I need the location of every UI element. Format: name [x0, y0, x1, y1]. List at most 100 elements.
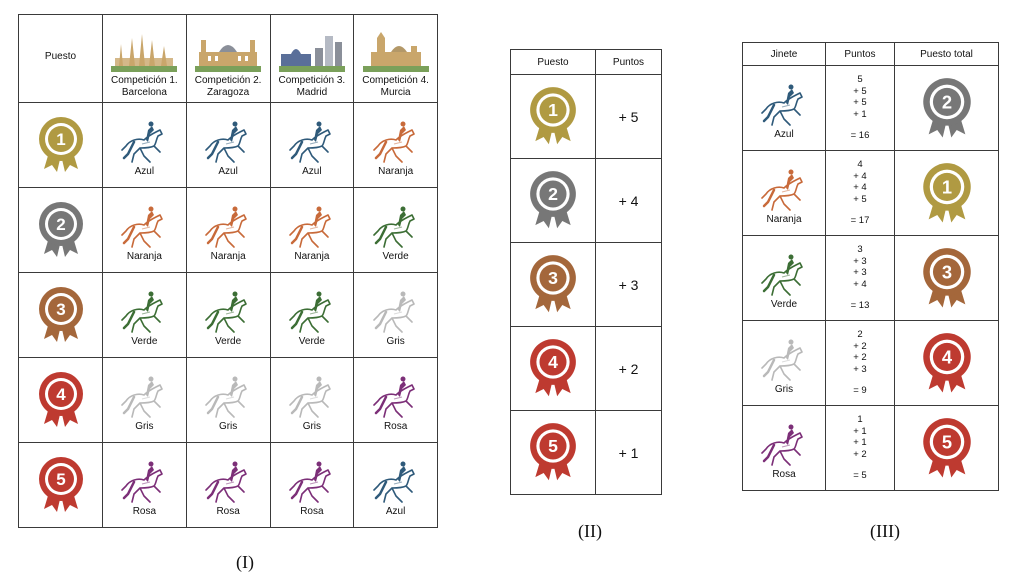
rider-name: Gris — [774, 383, 794, 395]
medal-cell: 2 — [894, 65, 999, 151]
points-value: + 4 — [595, 158, 662, 243]
points-term: + 3 — [853, 255, 867, 267]
points-term: 2 — [857, 329, 863, 341]
rider-cell: Azul — [269, 102, 355, 188]
svg-text:1: 1 — [548, 100, 558, 120]
points-term: + 2 — [853, 448, 867, 460]
medal-cell: 1 — [510, 74, 596, 159]
rider-cell: Azul — [742, 65, 826, 151]
horse-rider-icon — [187, 460, 270, 504]
rider-name: Rosa — [300, 505, 324, 517]
competition-city: Zaragoza — [207, 87, 250, 98]
medal-cell: 3 — [894, 235, 999, 321]
horse-rider-icon — [354, 375, 437, 419]
points-term: + 5 — [853, 97, 867, 109]
medal-cell: 5 — [18, 442, 103, 528]
competition-city: Murcia — [380, 87, 411, 98]
points-total: = 17 — [850, 215, 870, 227]
horse-rider-icon — [103, 460, 186, 504]
points-sum-cell: 4+ 4+ 4+ 5= 17 — [825, 150, 895, 236]
points-table: Puesto Puntos 1 + 5 2 + 4 3 + 3 4 + 2 — [510, 49, 662, 495]
horse-rider-icon — [271, 290, 354, 334]
rider-cell: Verde — [269, 272, 355, 358]
rider-cell: Verde — [353, 187, 438, 273]
svg-text:5: 5 — [941, 431, 951, 452]
header-competition-1: Competición 1. Barcelona — [102, 14, 187, 103]
medal-3-icon: 3 — [19, 285, 102, 345]
rider-cell: Verde — [185, 272, 271, 358]
svg-text:2: 2 — [548, 184, 558, 204]
points-sum-cell: 3+ 3+ 3+ 4= 13 — [825, 235, 895, 321]
svg-text:1: 1 — [941, 176, 951, 197]
horse-rider-icon — [743, 83, 825, 127]
medal-cell: 1 — [18, 102, 103, 188]
rider-cell: Naranja — [269, 187, 355, 273]
horse-rider-icon — [103, 205, 186, 249]
medal-5-icon: 5 — [19, 455, 102, 515]
rider-name: Gris — [218, 420, 238, 432]
rider-cell: Naranja — [742, 150, 826, 236]
rider-cell: Azul — [185, 102, 271, 188]
table-row: 1 + 5 — [510, 74, 662, 159]
medal-cell: 3 — [510, 242, 596, 327]
horse-rider-icon — [743, 423, 825, 467]
medal-cell: 2 — [18, 187, 103, 273]
svg-text:3: 3 — [941, 261, 951, 282]
points-term: + 3 — [853, 267, 867, 279]
rider-name: Verde — [215, 335, 242, 347]
horse-rider-icon — [271, 375, 354, 419]
rider-cell: Rosa — [102, 442, 187, 528]
medal-4-icon: 4 — [19, 370, 102, 430]
points-term: 3 — [857, 244, 863, 256]
points-term: 1 — [857, 414, 863, 426]
rider-cell: Gris — [102, 357, 187, 443]
header-puesto: Puesto — [510, 49, 596, 75]
svg-text:3: 3 — [56, 300, 65, 319]
header-jinete: Jinete — [742, 42, 826, 66]
table-row: 3 Verde Verde Verde Gris — [18, 272, 438, 358]
rider-cell: Rosa — [742, 405, 826, 491]
barcelona-skyline-icon — [103, 32, 186, 72]
caption-table-1: (I) — [236, 552, 254, 572]
horse-rider-icon — [103, 375, 186, 419]
rider-cell: Rosa — [185, 442, 271, 528]
rider-name: Verde — [131, 335, 158, 347]
madrid-skyline-icon — [271, 32, 354, 72]
svg-text:5: 5 — [548, 436, 558, 456]
rider-name: Naranja — [210, 250, 246, 262]
horse-rider-icon — [354, 120, 437, 164]
points-term: + 2 — [853, 340, 867, 352]
medal-1-icon: 1 — [19, 115, 102, 175]
horse-rider-icon — [271, 120, 354, 164]
points-term: 4 — [857, 159, 863, 171]
points-term: + 3 — [853, 363, 867, 375]
points-value: + 1 — [595, 410, 662, 495]
medal-3-icon: 3 — [511, 253, 595, 315]
competition-title: Competición 4. — [362, 75, 429, 86]
medal-3-icon: 3 — [895, 246, 998, 311]
svg-text:3: 3 — [548, 268, 558, 288]
points-sum-cell: 1+ 1+ 1+ 2= 5 — [825, 405, 895, 491]
medal-2-icon: 2 — [19, 200, 102, 260]
header-competition-2: Competición 2. Zaragoza — [185, 14, 271, 103]
rider-cell: Rosa — [269, 442, 355, 528]
medal-1-icon: 1 — [511, 85, 595, 147]
points-value: + 2 — [595, 326, 662, 411]
rider-cell: Gris — [185, 357, 271, 443]
rider-name: Rosa — [772, 468, 796, 480]
rider-cell: Verde — [102, 272, 187, 358]
horse-rider-icon — [354, 290, 437, 334]
rider-name: Gris — [302, 420, 322, 432]
horse-rider-icon — [271, 205, 354, 249]
table-row: 5 + 1 — [510, 410, 662, 495]
points-term: + 4 — [853, 170, 867, 182]
rider-cell: Naranja — [185, 187, 271, 273]
competition-title: Competición 1. — [111, 75, 178, 86]
medal-cell: 4 — [18, 357, 103, 443]
horse-rider-icon — [743, 338, 825, 382]
horse-rider-icon — [103, 290, 186, 334]
